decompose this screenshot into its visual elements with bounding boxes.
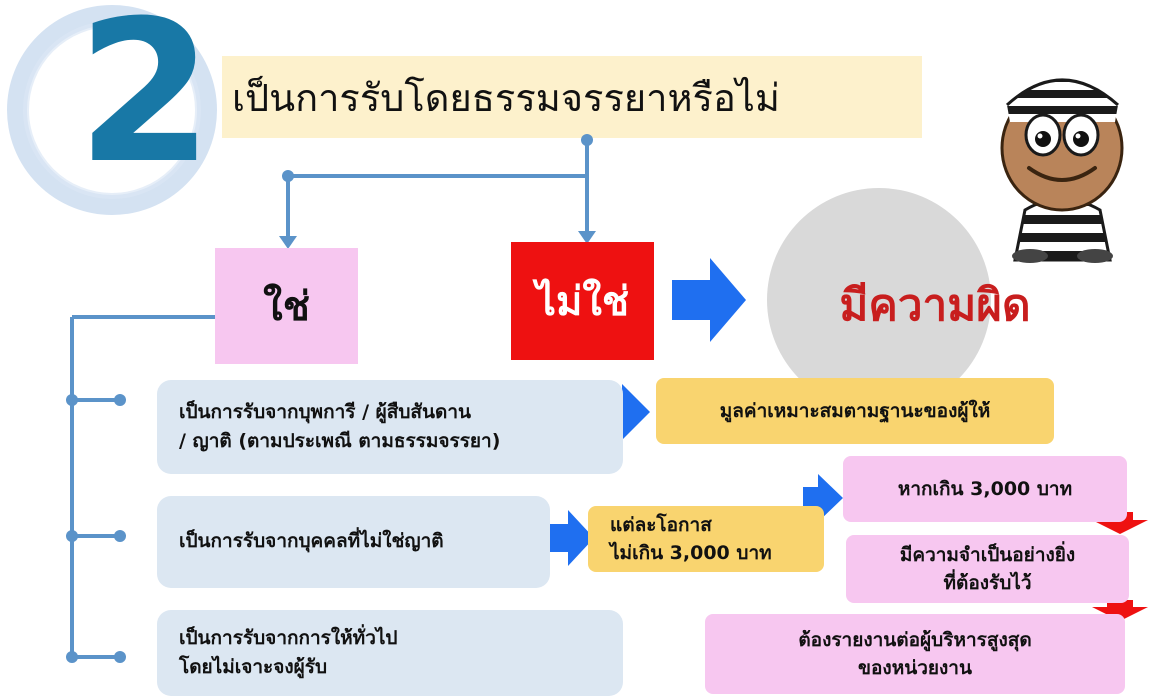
case-line: / ญาติ (ตามประเพณี ตามธรรมจรรยา)	[179, 430, 501, 452]
exceed-note: หากเกิน 3,000 บาท	[843, 456, 1127, 522]
case-line: เป็นการรับจากบุพการี / ผู้สืบสันดาน	[179, 400, 471, 423]
case-line: เป็นการรับจากบุคคลที่ไม่ใช่ญาติ	[179, 530, 444, 553]
case-line: เป็นการรับจากการให้ทั่วไป	[179, 626, 398, 649]
guilty-label: มีความผิด	[839, 280, 1031, 331]
report-note-line: ของหน่วยงาน	[858, 657, 972, 679]
yes-box: ใช่	[215, 248, 358, 364]
value-note-text: มูลค่าเหมาะสมตามฐานะของผู้ให้	[719, 400, 991, 422]
necessary-note: มีความจำเป็นอย่างยิ่ง ที่ต้องรับไว้	[846, 535, 1129, 603]
case-box-non-relatives: เป็นการรับจากบุคคลที่ไม่ใช่ญาติ	[157, 496, 550, 588]
page-title: เป็นการรับโดยธรรมจรรยาหรือไม่	[222, 56, 922, 138]
exceed-note-text: หากเกิน 3,000 บาท	[897, 477, 1073, 500]
yes-label: ใช่	[263, 284, 310, 330]
case-box-general: เป็นการรับจากการให้ทั่วไป โดยไม่เจาะจงผู…	[157, 610, 623, 696]
case-box-relatives: เป็นการรับจากบุพการี / ผู้สืบสันดาน / ญา…	[157, 380, 623, 474]
necessary-note-line: มีความจำเป็นอย่างยิ่ง	[899, 543, 1076, 566]
no-box: ไม่ใช่	[511, 242, 654, 360]
limit-note-line: ไม่เกิน 3,000 บาท	[610, 542, 772, 564]
guilty-circle	[767, 188, 991, 412]
report-note: ต้องรายงานต่อผู้บริหารสูงสุด ของหน่วยงาน	[705, 614, 1125, 694]
page-title-text: เป็นการรับโดยธรรมจรรยาหรือไม่	[232, 75, 780, 120]
limit-note-line: แต่ละโอกาส	[610, 513, 712, 536]
thief-mascot-icon	[1000, 78, 1124, 263]
red-down-arrow-icon	[1092, 512, 1148, 534]
red-down-arrow-icon	[1092, 600, 1148, 621]
value-note: มูลค่าเหมาะสมตามฐานะของผู้ให้	[656, 378, 1054, 444]
report-note-line: ต้องรายงานต่อผู้บริหารสูงสุด	[798, 628, 1032, 651]
step-number: 2	[76, 0, 214, 207]
necessary-note-line: ที่ต้องรับไว้	[943, 572, 1032, 594]
blue-arrow-icon	[803, 474, 843, 522]
blue-arrow-icon	[672, 258, 746, 342]
case-line: โดยไม่เจาะจงผู้รับ	[179, 656, 328, 678]
limit-note: แต่ละโอกาส ไม่เกิน 3,000 บาท	[588, 506, 824, 572]
blue-arrow-icon	[548, 510, 594, 566]
no-label: ไม่ใช่	[535, 279, 630, 325]
